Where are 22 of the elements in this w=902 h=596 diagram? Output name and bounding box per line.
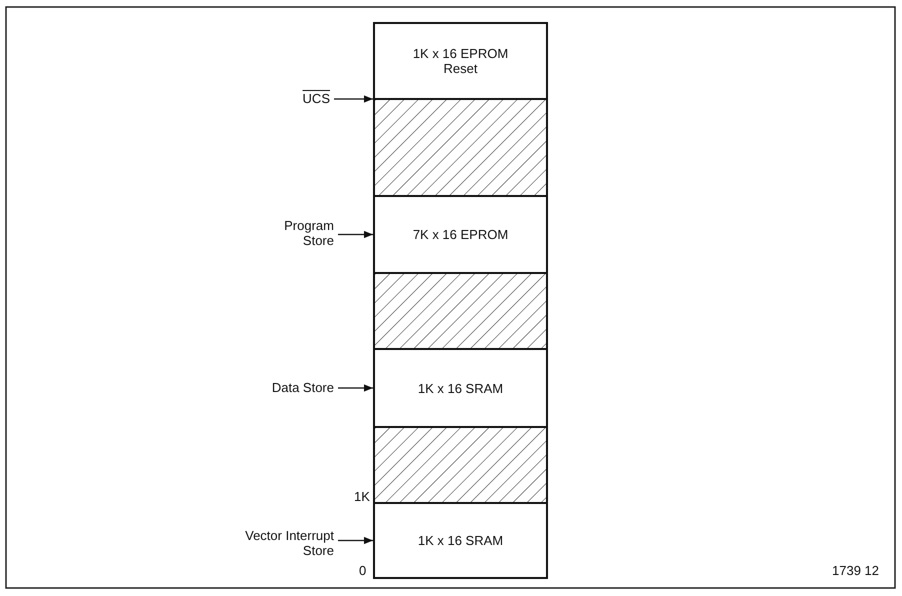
unused-memory-block — [373, 426, 548, 504]
arrow — [338, 230, 373, 238]
memory-label: 7K x 16 EPROM — [412, 227, 510, 242]
memory-label: 1K x 16 SRAM — [416, 380, 504, 396]
unused-memory-block — [373, 98, 548, 197]
signal-label: Program Store — [283, 218, 334, 248]
signal-label: UCS — [302, 90, 330, 106]
memory-label: 1K x 16 SRAM — [416, 533, 504, 548]
arrow — [334, 95, 373, 103]
address-label: 1K — [354, 489, 370, 504]
arrow — [338, 384, 373, 392]
memory-block — [373, 348, 548, 428]
memory-label: 1K x 16 EPROM Reset — [412, 46, 510, 76]
arrow — [338, 536, 373, 544]
memory-block — [373, 502, 548, 579]
memory-block — [373, 195, 548, 274]
signal-label: Data Store — [270, 380, 334, 394]
figure-number: 1739 12 — [832, 563, 879, 578]
signal-label: Vector Interrupt Store — [244, 528, 334, 558]
address-label: 0 — [359, 563, 366, 578]
unused-memory-block — [373, 272, 548, 350]
memory-block — [373, 22, 548, 100]
